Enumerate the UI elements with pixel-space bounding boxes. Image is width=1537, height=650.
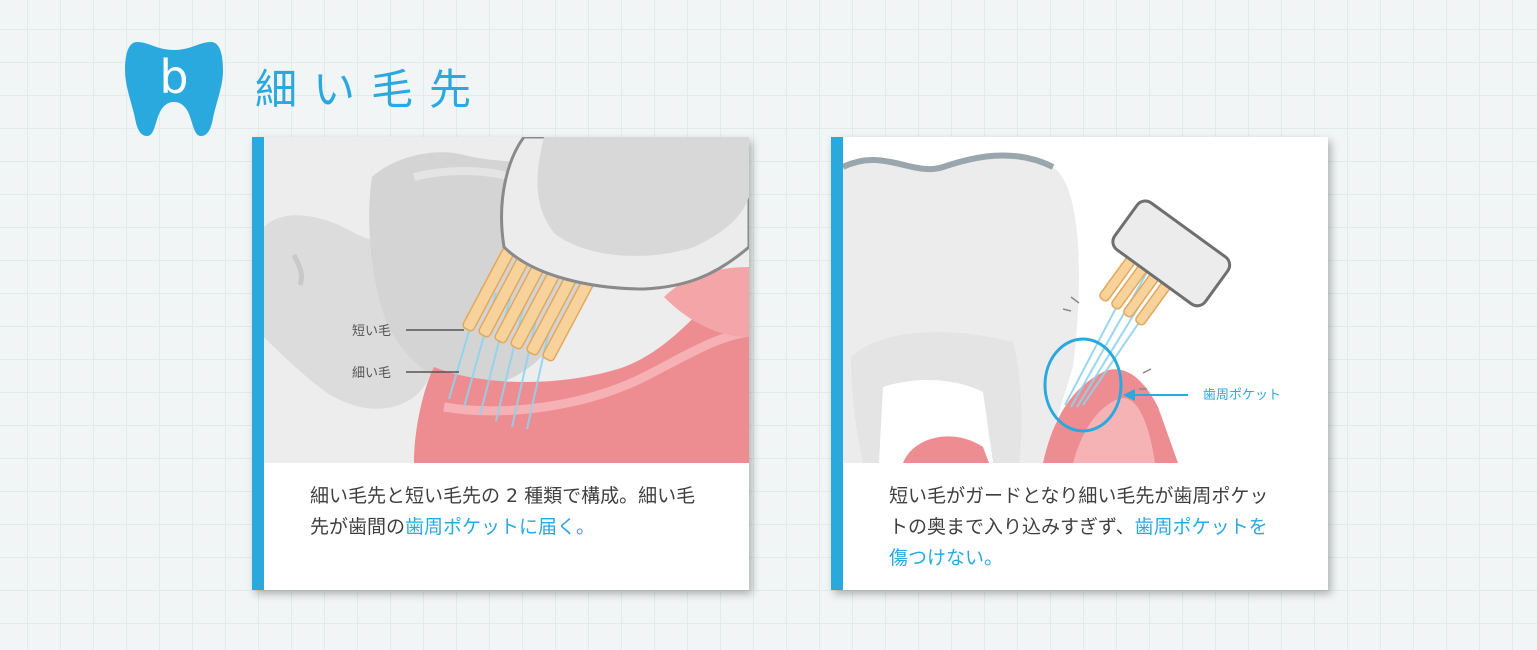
right-caption-text: 短い毛がガードとなり細い毛先が歯周ポケットの奥まで入り込みすぎず、 — [889, 485, 1269, 538]
left-caption-highlight: 歯周ポケットに届く。 — [405, 516, 596, 538]
right-illustration: 歯周ポケット — [843, 137, 1328, 463]
left-caption-text: 細い毛先と短い毛先の 2 種類で構成。細い毛先が歯間の — [310, 485, 696, 538]
right-caption: 短い毛がガードとなり細い毛先が歯周ポケットの奥まで入り込みすぎず、歯周ポケットを… — [889, 481, 1279, 574]
right-caption-highlight: 歯周ポケットを傷つけない。 — [889, 516, 1268, 569]
tooth-icon — [125, 42, 223, 136]
left-caption: 細い毛先と短い毛先の 2 種類で構成。細い毛先が歯間の歯周ポケットに届く。 — [310, 481, 700, 543]
pocket-highlight-circle — [1043, 337, 1123, 433]
left-card: 短い毛 細い毛 細い毛先と短い毛先の 2 種類で構成。細い毛先が歯間の歯周ポケッ… — [252, 137, 749, 590]
accent-bar — [252, 137, 264, 590]
left-illustration: 短い毛 細い毛 — [264, 137, 749, 463]
fine-bristle-label: 細い毛 — [352, 366, 391, 381]
accent-bar — [831, 137, 843, 590]
page-title: 細い毛先 — [255, 65, 488, 114]
short-bristle-label: 短い毛 — [352, 324, 391, 339]
arrow-head-icon — [1123, 389, 1135, 401]
pocket-label: 歯周ポケット — [1203, 388, 1281, 403]
right-card: 歯周ポケット 短い毛がガードとなり細い毛先が歯周ポケットの奥まで入り込みすぎず、… — [831, 137, 1328, 590]
badge-letter: b — [159, 50, 189, 104]
